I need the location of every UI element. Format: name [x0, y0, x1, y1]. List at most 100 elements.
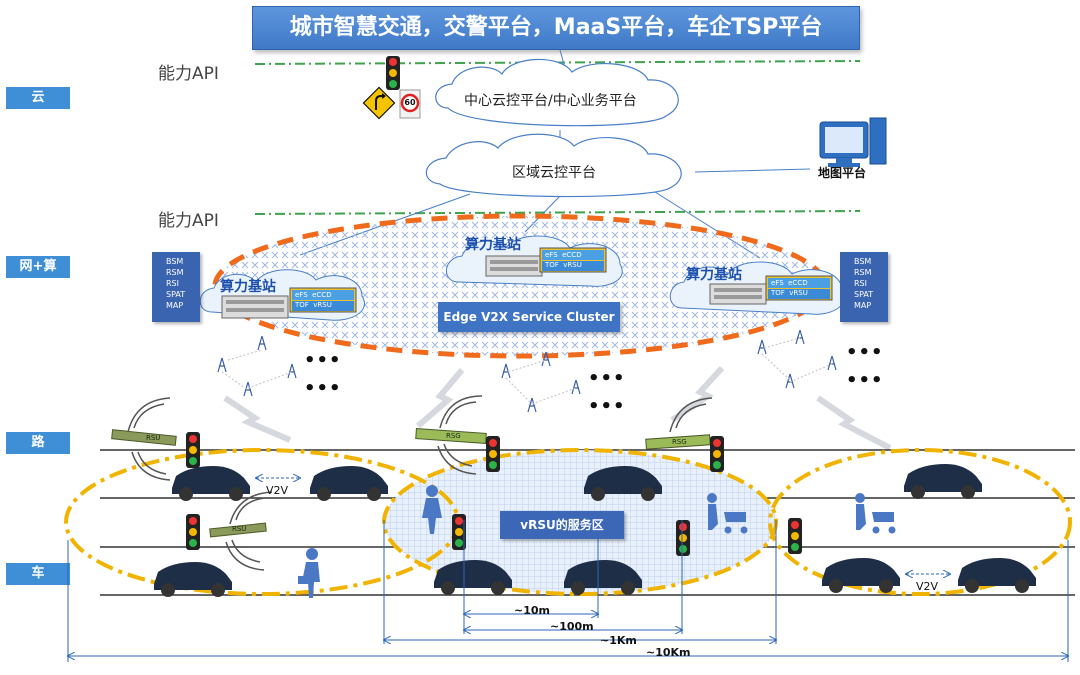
more-nodes-indicator: ••• — [846, 370, 884, 391]
pedestrian-icon — [422, 485, 442, 534]
rsu-label: RSU — [232, 525, 247, 533]
rsu-device-icon — [111, 429, 177, 446]
car-icon — [904, 464, 982, 499]
rsu-zone-right — [768, 448, 1072, 596]
wireless-link-icon — [670, 365, 725, 423]
api-label-middle: 能力API — [158, 211, 219, 231]
radio-tower-group-left — [217, 335, 297, 397]
distance-label-10km: ~10Km — [646, 646, 691, 659]
message-type-label: RSI — [854, 279, 867, 288]
more-nodes-indicator: ••• — [846, 342, 884, 363]
speed-limit-sign-icon — [399, 89, 421, 119]
api-line-middle — [254, 210, 861, 215]
map-platform-label: 地图平台 — [818, 166, 867, 180]
rsu-signal-icon — [669, 397, 713, 433]
distance-label-100m: ~100m — [550, 620, 594, 633]
wireless-link-icon — [223, 395, 292, 443]
edge-cluster-label: Edge V2X Service Cluster — [438, 302, 620, 332]
more-nodes-indicator: ••• — [588, 396, 626, 417]
server-icon — [485, 255, 543, 277]
message-type-label: RSI — [166, 279, 179, 288]
traffic-light-icon — [710, 436, 724, 472]
regional-cloud-shape — [425, 133, 682, 198]
traffic-light-icon — [452, 514, 466, 550]
curve-warning-sign-icon — [362, 86, 396, 120]
board-label-group: eFS eCCD TOF vRSU — [295, 290, 357, 310]
traffic-light-icon — [186, 514, 200, 550]
map-link-line — [694, 168, 811, 173]
central-cloud-shape — [435, 58, 679, 127]
car-icon — [564, 560, 642, 595]
distance-lines — [68, 520, 1068, 662]
traffic-light-icon — [186, 432, 200, 468]
message-type-box-right: BSM RSM RSI SPAT MAP — [840, 252, 888, 322]
server-icon — [221, 295, 289, 319]
board-panel — [542, 250, 604, 260]
base-station-label: 算力基站 — [686, 267, 742, 283]
stroller-icon — [707, 493, 748, 534]
v2v-label: V2V — [916, 580, 939, 593]
car-icon — [154, 562, 232, 597]
more-nodes-indicator: ••• — [304, 350, 342, 371]
board-label: eCCD — [312, 291, 332, 299]
traffic-light-icon — [386, 56, 400, 90]
traffic-light-icon — [486, 436, 500, 472]
board-label: TOF — [295, 301, 309, 309]
stroller-icon — [855, 493, 896, 534]
car-icon — [822, 558, 900, 593]
message-type-label: SPAT — [166, 290, 186, 299]
message-type-label: MAP — [166, 301, 184, 310]
board-label-group: eFS eCCD TOF vRSU — [545, 250, 607, 270]
board-panel — [768, 289, 830, 299]
base-station-label: 算力基站 — [465, 237, 521, 253]
message-type-label: RSM — [166, 268, 184, 277]
layer-tag-cloud: 云 — [6, 87, 70, 109]
radio-tower-group-center — [501, 351, 581, 413]
car-icon — [958, 558, 1036, 593]
car-icon — [310, 466, 388, 501]
board-label: eFS — [295, 291, 308, 299]
message-type-box-left: BSM RSM RSI SPAT MAP — [152, 252, 200, 322]
rsu-label: RSU — [146, 434, 161, 442]
layer-tag-network: 网+算 — [6, 256, 70, 278]
rsg-label: RSG — [672, 438, 687, 446]
rsg-device-icon — [645, 434, 711, 450]
base-station-label: 算力基站 — [220, 279, 276, 295]
board-label: vRSU — [313, 301, 332, 309]
car-icon — [434, 560, 512, 595]
board-label: TOF — [771, 289, 785, 297]
layer-tag-road: 路 — [6, 432, 70, 454]
car-icon — [584, 466, 662, 501]
radio-tower-group-right — [757, 329, 837, 389]
layer-tag-vehicle: 车 — [6, 563, 70, 585]
traffic-light-icon — [788, 518, 802, 554]
board-panel — [292, 301, 354, 311]
wireless-link-icon — [416, 368, 465, 429]
speed-limit-value: 60 — [404, 98, 416, 107]
board-panel — [292, 290, 354, 300]
rsu-signal-icon — [437, 395, 483, 475]
board-panel — [768, 278, 830, 288]
traffic-light-icon — [676, 520, 690, 556]
distance-label-1km: ~1Km — [600, 634, 637, 647]
board-label: eFS — [771, 279, 784, 287]
central-cloud-label: 中心云控平台/中心业务平台 — [464, 93, 637, 109]
message-type-label: RSM — [854, 268, 872, 277]
board-panel — [542, 261, 604, 271]
server-icon — [709, 283, 767, 305]
message-type-label: MAP — [854, 301, 872, 310]
car-icon — [172, 466, 250, 501]
board-label: eCCD — [562, 251, 582, 259]
board-label: vRSU — [789, 289, 808, 297]
wireless-link-icon — [816, 395, 892, 451]
message-type-label: BSM — [854, 257, 872, 266]
map-platform-computer-icon — [819, 117, 887, 167]
v2v-label: V2V — [266, 484, 289, 497]
board-label: eCCD — [788, 279, 808, 287]
distance-label-10m: ~10m — [514, 604, 550, 617]
message-type-label: BSM — [166, 257, 184, 266]
rsu-signal-icon — [127, 397, 171, 481]
rsg-device-icon — [415, 428, 487, 444]
api-label-top: 能力API — [158, 64, 219, 84]
rsu-device-icon — [209, 522, 267, 538]
